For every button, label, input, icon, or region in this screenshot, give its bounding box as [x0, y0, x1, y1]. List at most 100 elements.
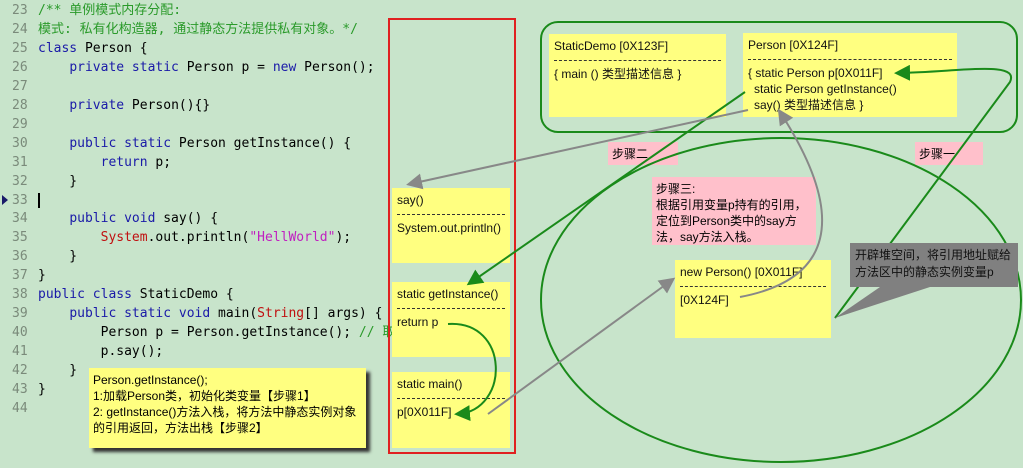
class-line-2: static Person getInstance() — [754, 82, 897, 96]
line-number: 42 — [12, 363, 28, 379]
code-token: say() { — [155, 211, 219, 227]
frame-title: static main() — [397, 377, 463, 391]
line-number: 39 — [12, 306, 28, 322]
class-line-1: { static Person p[0X011F] — [748, 66, 883, 80]
line-number: 34 — [12, 211, 28, 227]
frame-body: return p — [397, 315, 439, 329]
step3-body: 根据引用变量p持有的引用，定位到Person类中的say方法，say方法入栈。 — [656, 198, 807, 244]
code-token: public void — [69, 211, 156, 227]
divider — [397, 398, 505, 399]
frame-title: static getInstance() — [397, 287, 499, 301]
step3-note: 步骤三: 根据引用变量p持有的引用，定位到Person类中的say方法，say方… — [652, 177, 816, 245]
code-token: .out.println( — [147, 230, 250, 246]
line-number: 44 — [12, 400, 28, 416]
divider — [397, 214, 505, 215]
code-token: new — [272, 59, 297, 75]
staticdemo-class-box: StaticDemo [0X123F] { main () 类型描述信息 } — [549, 34, 726, 117]
line-text: } — [38, 380, 46, 399]
person-class-box: Person [0X124F] { static Person p[0X011F… — [743, 33, 957, 117]
line-text: public static void main(String[] args) { — [38, 304, 382, 323]
code-token: Person getInstance() { — [171, 135, 352, 151]
code-token: p; — [147, 154, 172, 170]
code-token: System — [100, 230, 148, 246]
current-line-marker-icon — [2, 194, 8, 205]
line-number: 41 — [12, 344, 28, 360]
heap-object-box: new Person() [0X011F] [0X124F] — [675, 260, 831, 338]
line-text: 模式: 私有化构造器, 通过静态方法提供私有对象。*/ — [38, 20, 358, 39]
method-area — [540, 21, 1018, 133]
code-token: String — [257, 306, 305, 322]
line-number: 38 — [12, 287, 28, 303]
step3-title: 步骤三: — [656, 182, 696, 196]
line-number: 35 — [12, 230, 28, 246]
line-number: 24 — [12, 21, 28, 37]
line-number: 36 — [12, 249, 28, 265]
code-token: ); — [335, 230, 352, 246]
arrow-heap-to-class — [739, 108, 824, 298]
divider — [554, 60, 721, 61]
line-number: 31 — [12, 154, 28, 170]
line-number: 29 — [12, 116, 28, 132]
tooltip-line-1: Person.getInstance(); — [93, 373, 208, 387]
line-text: return p; — [38, 153, 171, 172]
line-number: 27 — [12, 78, 28, 94]
line-text: } — [38, 266, 46, 285]
frame-body: System.out.println() — [397, 221, 502, 235]
object-body: [0X124F] — [680, 293, 729, 307]
stack-frame-main: static main()p[0X011F] — [392, 372, 510, 448]
line-text: /** 单例模式内存分配: — [38, 1, 181, 20]
arrow-main-to-heap — [487, 277, 676, 415]
callout-tail — [835, 287, 930, 318]
code-token: } — [38, 173, 78, 189]
code-token: /** 单例模式内存分配: — [38, 3, 182, 18]
tooltip-line-4: 的引用返回，方法出栈【步骤2】 — [93, 421, 268, 435]
code-token: public static — [69, 135, 172, 151]
line-text: p.say(); — [38, 342, 164, 361]
line-text: System.out.println("HellWorld"); — [38, 228, 351, 247]
code-token: public static void — [69, 306, 211, 322]
tooltip-note: Person.getInstance(); 1:加载Person类，初始化类变量… — [89, 368, 366, 448]
code-token: Person(); — [296, 59, 375, 75]
object-title: new Person() [0X011F] — [680, 265, 803, 279]
line-text: } — [38, 361, 77, 380]
tooltip-line-2: 1:加载Person类，初始化类变量【步骤1】 — [93, 389, 316, 403]
line-number: 40 — [12, 325, 28, 341]
arrow-step2 — [466, 91, 746, 286]
code-token: private — [69, 97, 125, 113]
line-text: } — [38, 247, 77, 266]
arrow-say — [406, 109, 749, 190]
code-token: [] args) { — [304, 306, 383, 322]
code-token: StaticDemo { — [131, 287, 234, 303]
code-token: class — [38, 40, 78, 56]
class-line-3: say() 类型描述信息 } — [754, 98, 864, 112]
line-text: private static Person p = new Person(); — [38, 58, 375, 77]
heap-ellipse — [540, 137, 1022, 463]
code-token: return — [100, 154, 148, 170]
code-token: main( — [210, 306, 258, 322]
code-token: Person p = Person.getInstance(); — [38, 325, 359, 341]
line-number: 28 — [12, 97, 28, 113]
code-token: } — [38, 382, 46, 397]
code-token: public class — [38, 287, 132, 303]
divider — [680, 286, 826, 287]
line-number: 23 — [12, 3, 28, 18]
line-number: 43 — [12, 382, 28, 397]
line-text: class Person { — [38, 39, 148, 58]
class-title: StaticDemo [0X123F] — [554, 39, 669, 53]
class-body: { main () 类型描述信息 } — [554, 67, 682, 81]
line-text: public void say() { — [38, 209, 218, 228]
text-cursor — [38, 192, 40, 208]
step1-label: 步骤一 — [915, 142, 983, 165]
code-token: Person p = — [178, 59, 273, 75]
line-number: 33 — [12, 192, 28, 208]
code-token: p.say(); — [38, 344, 164, 360]
tooltip-line-3: 2: getInstance()方法入栈，将方法中静态实例对象 — [93, 405, 357, 419]
divider — [397, 308, 505, 309]
line-text: } — [38, 172, 77, 191]
line-text: private Person(){} — [38, 96, 210, 115]
callout-note: 开辟堆空间，将引用地址赋给方法区中的静态实例变量p — [850, 243, 1018, 287]
line-number: 26 — [12, 59, 28, 75]
arrow-return — [447, 322, 497, 422]
code-token: Person(){} — [124, 97, 211, 113]
